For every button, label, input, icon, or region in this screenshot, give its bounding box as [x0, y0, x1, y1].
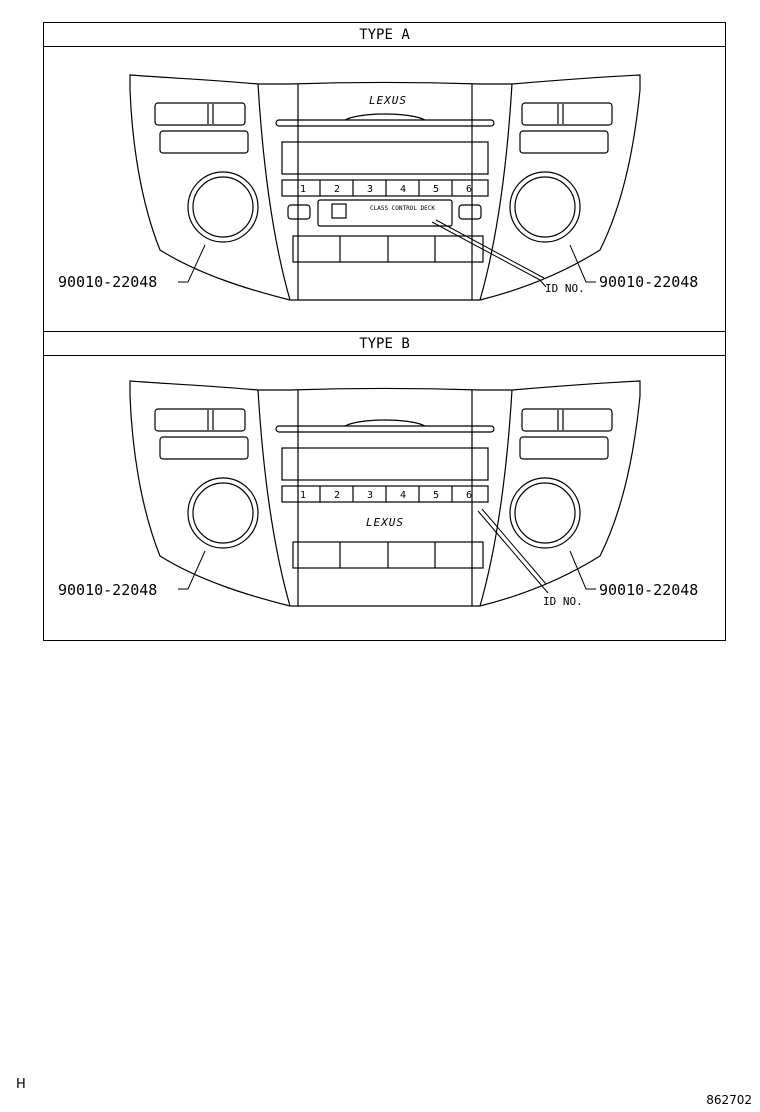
id-no-label: ID NO. — [545, 282, 585, 295]
diagram-frame: TYPE A TYPE B — [43, 22, 726, 641]
preset-2: 2 — [334, 490, 340, 501]
preset-4: 4 — [400, 490, 406, 501]
preset-5: 5 — [433, 184, 439, 195]
preset-1: 1 — [300, 184, 306, 195]
preset-buttons-b: 1 2 3 4 5 6 — [300, 490, 472, 501]
lexus-logo: LEXUS — [369, 94, 407, 107]
cassette-deck — [287, 199, 482, 227]
preset-buttons: 1 2 3 4 5 6 — [300, 184, 472, 195]
part-number-left: 90010-22048 — [58, 273, 157, 291]
footer-code-left: H — [16, 1077, 26, 1092]
preset-6: 6 — [466, 184, 472, 195]
leader-lines-b — [178, 508, 596, 594]
type-b-unit: LEXUS 1 2 3 4 5 6 90010-22048 90010-2204… — [58, 380, 698, 608]
part-number-right-b: 90010-22048 — [599, 581, 698, 599]
footer-code-right: 862702 — [706, 1093, 752, 1107]
preset-1: 1 — [300, 490, 306, 501]
id-no-label-b: ID NO. — [543, 595, 583, 608]
preset-4: 4 — [400, 184, 406, 195]
part-number-right: 90010-22048 — [599, 273, 698, 291]
preset-6: 6 — [466, 490, 472, 501]
preset-3: 3 — [367, 184, 373, 195]
type-a-header: TYPE A — [44, 23, 725, 47]
leader-lines — [178, 219, 596, 288]
type-a-unit: CLASS CONTROL DECK LEXUS 1 2 3 4 5 6 900… — [58, 74, 698, 301]
preset-5: 5 — [433, 490, 439, 501]
cassette-label: CLASS CONTROL DECK — [370, 205, 435, 212]
type-b-header: TYPE B — [44, 332, 725, 356]
section-divider — [44, 331, 725, 332]
preset-3: 3 — [367, 490, 373, 501]
part-number-left-b: 90010-22048 — [58, 581, 157, 599]
preset-2: 2 — [334, 184, 340, 195]
lexus-logo-b: LEXUS — [366, 516, 404, 529]
